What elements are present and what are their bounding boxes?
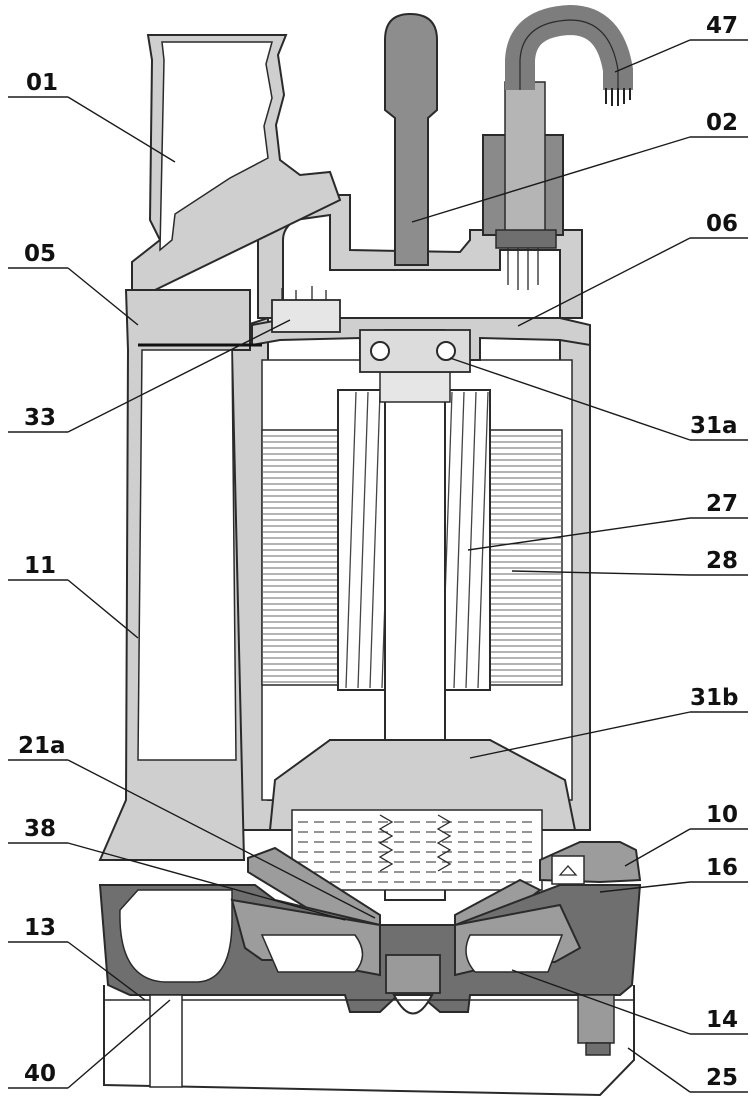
base-bolt [577, 994, 615, 1044]
callout-05: 05 [8, 241, 139, 326]
discharge-pipe-bore [159, 41, 273, 252]
impeller-cap [392, 994, 434, 1015]
cable-gland-inner [504, 81, 546, 233]
stator-left [261, 429, 339, 686]
callout-28: 28 [511, 548, 748, 576]
stator-right [489, 429, 563, 686]
label-05: 05 [24, 241, 56, 267]
label-06: 06 [706, 211, 738, 237]
cable-entry [551, 855, 585, 885]
label-25: 25 [706, 1065, 738, 1091]
label-27: 27 [706, 491, 738, 517]
mechanical-seal-spring [378, 814, 452, 872]
strainer-foot-left [149, 994, 183, 1088]
label-10: 10 [706, 802, 738, 828]
cable-entry-symbol [558, 865, 578, 876]
terminal-block-pins [281, 286, 327, 300]
callout-47: 47 [614, 13, 748, 73]
callout-11: 11 [8, 553, 139, 639]
label-47: 47 [706, 13, 738, 39]
label-11: 11 [24, 553, 56, 579]
label-16: 16 [706, 855, 738, 881]
upper-bearing [359, 329, 471, 373]
riser-bore [137, 349, 237, 761]
base-bolt-head [585, 1042, 611, 1056]
label-40: 40 [24, 1061, 56, 1087]
label-31a: 31a [690, 413, 738, 439]
callout-02: 02 [411, 110, 748, 223]
impeller-vane-left [260, 934, 364, 973]
impeller-nut [385, 954, 441, 994]
callout-10: 10 [624, 802, 748, 867]
terminal-pins [507, 248, 539, 290]
terminal-block [271, 299, 341, 333]
label-31b: 31b [690, 685, 738, 711]
stator-laminations [262, 435, 562, 683]
label-33: 33 [24, 405, 56, 431]
label-13: 13 [24, 915, 56, 941]
callout-40: 40 [8, 999, 171, 1089]
callout-01: 01 [8, 70, 176, 163]
handle [384, 12, 438, 266]
cable-gland-nut [495, 229, 557, 249]
callout-25: 25 [627, 1047, 748, 1093]
base-strainer [103, 985, 635, 1097]
cable-wires [605, 88, 631, 106]
label-38: 38 [24, 816, 56, 842]
callout-33: 33 [8, 319, 291, 433]
label-28: 28 [706, 548, 738, 574]
bearing-housing [268, 739, 577, 831]
label-02: 02 [706, 110, 738, 136]
casing-bore [119, 889, 233, 983]
label-14: 14 [706, 1007, 738, 1033]
label-21a: 21a [18, 733, 66, 759]
callout-13: 13 [8, 915, 146, 1001]
callout-31b: 31b [469, 685, 748, 759]
callout-14: 14 [511, 969, 748, 1035]
callout-27: 27 [467, 491, 748, 551]
callout-38: 38 [8, 816, 346, 921]
label-01: 01 [26, 70, 58, 96]
impeller-vane-right [465, 934, 564, 973]
callout-21a: 21a [8, 733, 376, 919]
callout-06: 06 [517, 211, 748, 327]
oil-chamber [291, 809, 543, 891]
callout-16: 16 [599, 855, 748, 893]
callout-31a: 31a [449, 357, 748, 441]
shaft-collar [379, 371, 451, 403]
